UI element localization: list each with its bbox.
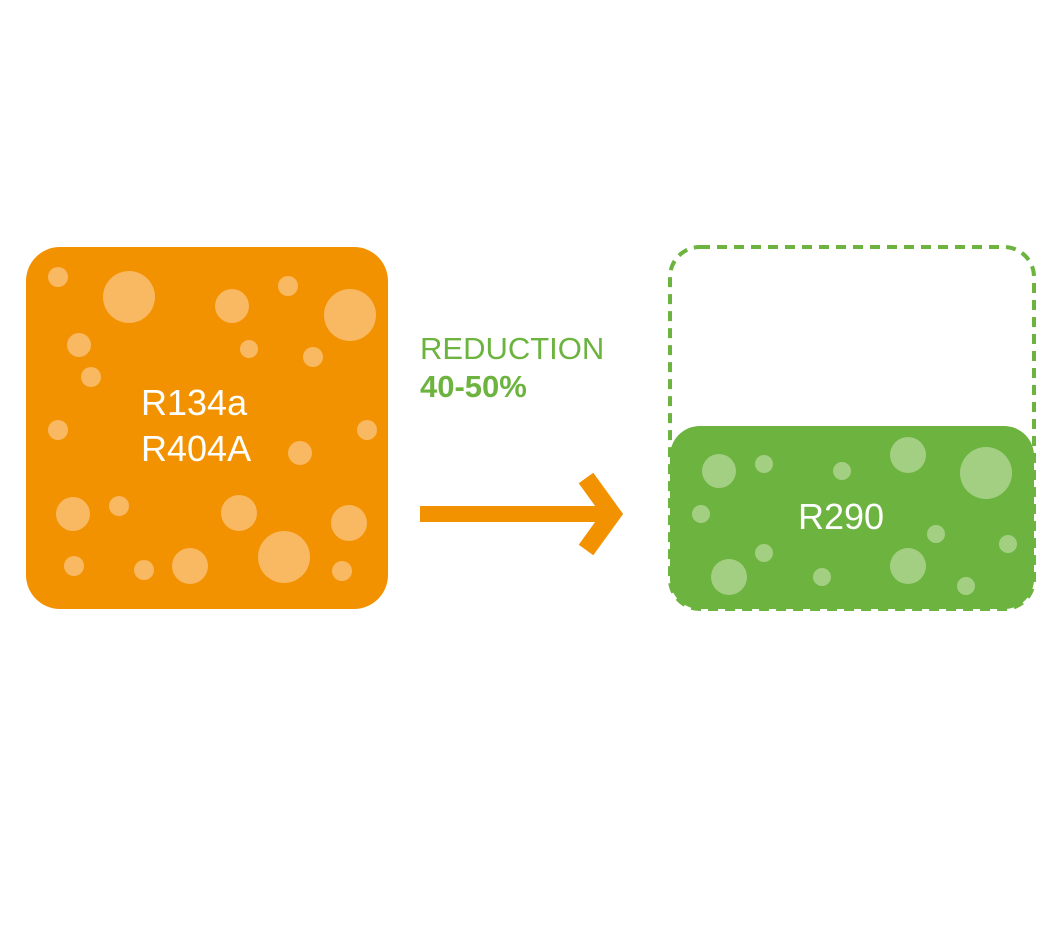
bubble (48, 420, 68, 440)
reduction-label: REDUCTION (420, 331, 605, 366)
source-refrigerant-label: R134a R404A (141, 380, 251, 472)
bubble (332, 561, 352, 581)
source-refrigerant-box (26, 247, 388, 609)
target-bubbles (692, 437, 1017, 595)
bubble (81, 367, 101, 387)
bubble (221, 495, 257, 531)
bubble (48, 267, 68, 287)
bubble (258, 531, 310, 583)
bubble (833, 462, 851, 480)
bubble (324, 289, 376, 341)
arrow-head (578, 472, 624, 556)
bubble (927, 525, 945, 543)
source-refrigerant-line-1: R134a (141, 382, 248, 423)
bubble (134, 560, 154, 580)
bubble (103, 271, 155, 323)
source-bubbles (48, 267, 377, 584)
bubble (278, 276, 298, 296)
bubble (999, 535, 1017, 553)
bubble (957, 577, 975, 595)
bubble (64, 556, 84, 576)
target-refrigerant-label: R290 (798, 496, 885, 537)
bubble (813, 568, 831, 586)
bubble (702, 454, 736, 488)
bubble (288, 441, 312, 465)
bubble (303, 347, 323, 367)
bubble (890, 548, 926, 584)
bubble (357, 420, 377, 440)
right-arrow-icon (420, 472, 624, 556)
bubble (109, 496, 129, 516)
bubble (890, 437, 926, 473)
bubble (172, 548, 208, 584)
bubble (692, 505, 710, 523)
reduction-percentage: 40-50% (420, 369, 527, 404)
bubble (711, 559, 747, 595)
bubble (67, 333, 91, 357)
source-refrigerant-line-2: R404A (141, 428, 252, 469)
bubble (331, 505, 367, 541)
bubble (215, 289, 249, 323)
reduction-callout: REDUCTION 40-50% (420, 330, 604, 406)
bubble (755, 544, 773, 562)
bubble (56, 497, 90, 531)
source-box-fill (26, 247, 388, 609)
bubble (240, 340, 258, 358)
target-refrigerant-box (670, 426, 1034, 609)
bubble (755, 455, 773, 473)
bubble (960, 447, 1012, 499)
